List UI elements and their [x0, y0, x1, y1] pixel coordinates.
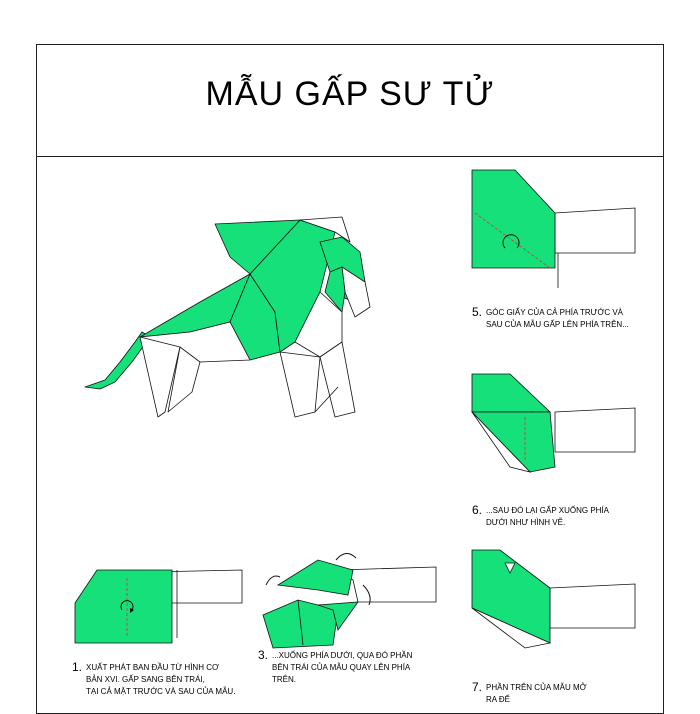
step-5-caption: 5. GÓC GIẤY CỦA CẢ PHÍA TRƯỚC VÀ SAU CỦA… — [472, 305, 662, 331]
step-6-figure — [471, 373, 636, 473]
title-band: MẪU GẤP SƯ TỬ — [37, 45, 663, 157]
step-7-caption: 7. PHẦN TRÊN CỦA MẪU MỞ RA ĐỂ — [472, 680, 662, 706]
step-6-line-2: DƯỚI NHƯ HÌNH VẼ. — [486, 518, 566, 527]
step-3-line-1: ...XUỐNG PHÍA DƯỚI, QUA ĐÓ PHẦN — [272, 651, 413, 660]
step-3-number: 3. — [258, 648, 269, 662]
step-3-line-3: TRÊN. — [272, 675, 296, 684]
lion-hind-leg-left — [139, 336, 181, 418]
lion-chest — [294, 291, 343, 358]
step-1-caption: 1. XUẤT PHÁT BAN ĐẦU TỪ HÌNH CƠ BẢN XVI.… — [72, 660, 272, 698]
lion-hind-leg-right — [167, 346, 201, 413]
step-5-number: 5. — [472, 305, 483, 319]
step-3-caption: 3. ...XUỐNG PHÍA DƯỚI, QUA ĐÓ PHẦN BÊN T… — [258, 648, 448, 686]
step-1-line-1: XUẤT PHÁT BAN ĐẦU TỪ HÌNH CƠ — [86, 663, 219, 672]
lion-front-leg-left — [279, 351, 321, 418]
step-6-number: 6. — [472, 503, 483, 517]
step-7-number: 7. — [472, 680, 483, 694]
step-7-line-1: PHẦN TRÊN CỦA MẪU MỞ — [486, 683, 587, 692]
step-7-line-2: RA ĐỂ — [486, 695, 511, 704]
step-5-line-2: SAU CỦA MẪU GẤP LÊN PHÍA TRÊN... — [486, 320, 629, 329]
lion-jaw — [324, 266, 346, 313]
step-1-line-2: BẢN XVI. GẤP SANG BÊN TRÁI, — [86, 675, 205, 684]
step-1-line-3: TẠI CẢ MẶT TRƯỚC VÀ SAU CỦA MẪU. — [86, 687, 236, 696]
step-6-line-1: ...SAU ĐÓ LẠI GẤP XUỐNG PHÍA — [486, 506, 609, 515]
lion-front-leg-right — [319, 341, 356, 418]
step-1-number: 1. — [72, 660, 83, 674]
step-7-figure — [471, 549, 636, 649]
step-5-line-1: GÓC GIẤY CỦA CẢ PHÍA TRƯỚC VÀ — [486, 308, 623, 317]
step-5-figure — [471, 169, 636, 288]
step-3-figure — [262, 553, 437, 649]
page-title: MẪU GẤP SƯ TỬ — [205, 75, 495, 113]
step-6-caption: 6. ...SAU ĐÓ LẠI GẤP XUỐNG PHÍA DƯỚI NHƯ… — [472, 503, 662, 529]
lion-mane-back — [214, 219, 301, 275]
step-1-figure — [74, 569, 243, 644]
lion-tail — [84, 331, 151, 390]
lion-figure — [84, 216, 371, 418]
step-3-line-2: BÊN TRÁI CỦA MẪU QUAY LÊN PHÍA — [272, 663, 411, 672]
lion-mane-edge — [299, 216, 351, 243]
